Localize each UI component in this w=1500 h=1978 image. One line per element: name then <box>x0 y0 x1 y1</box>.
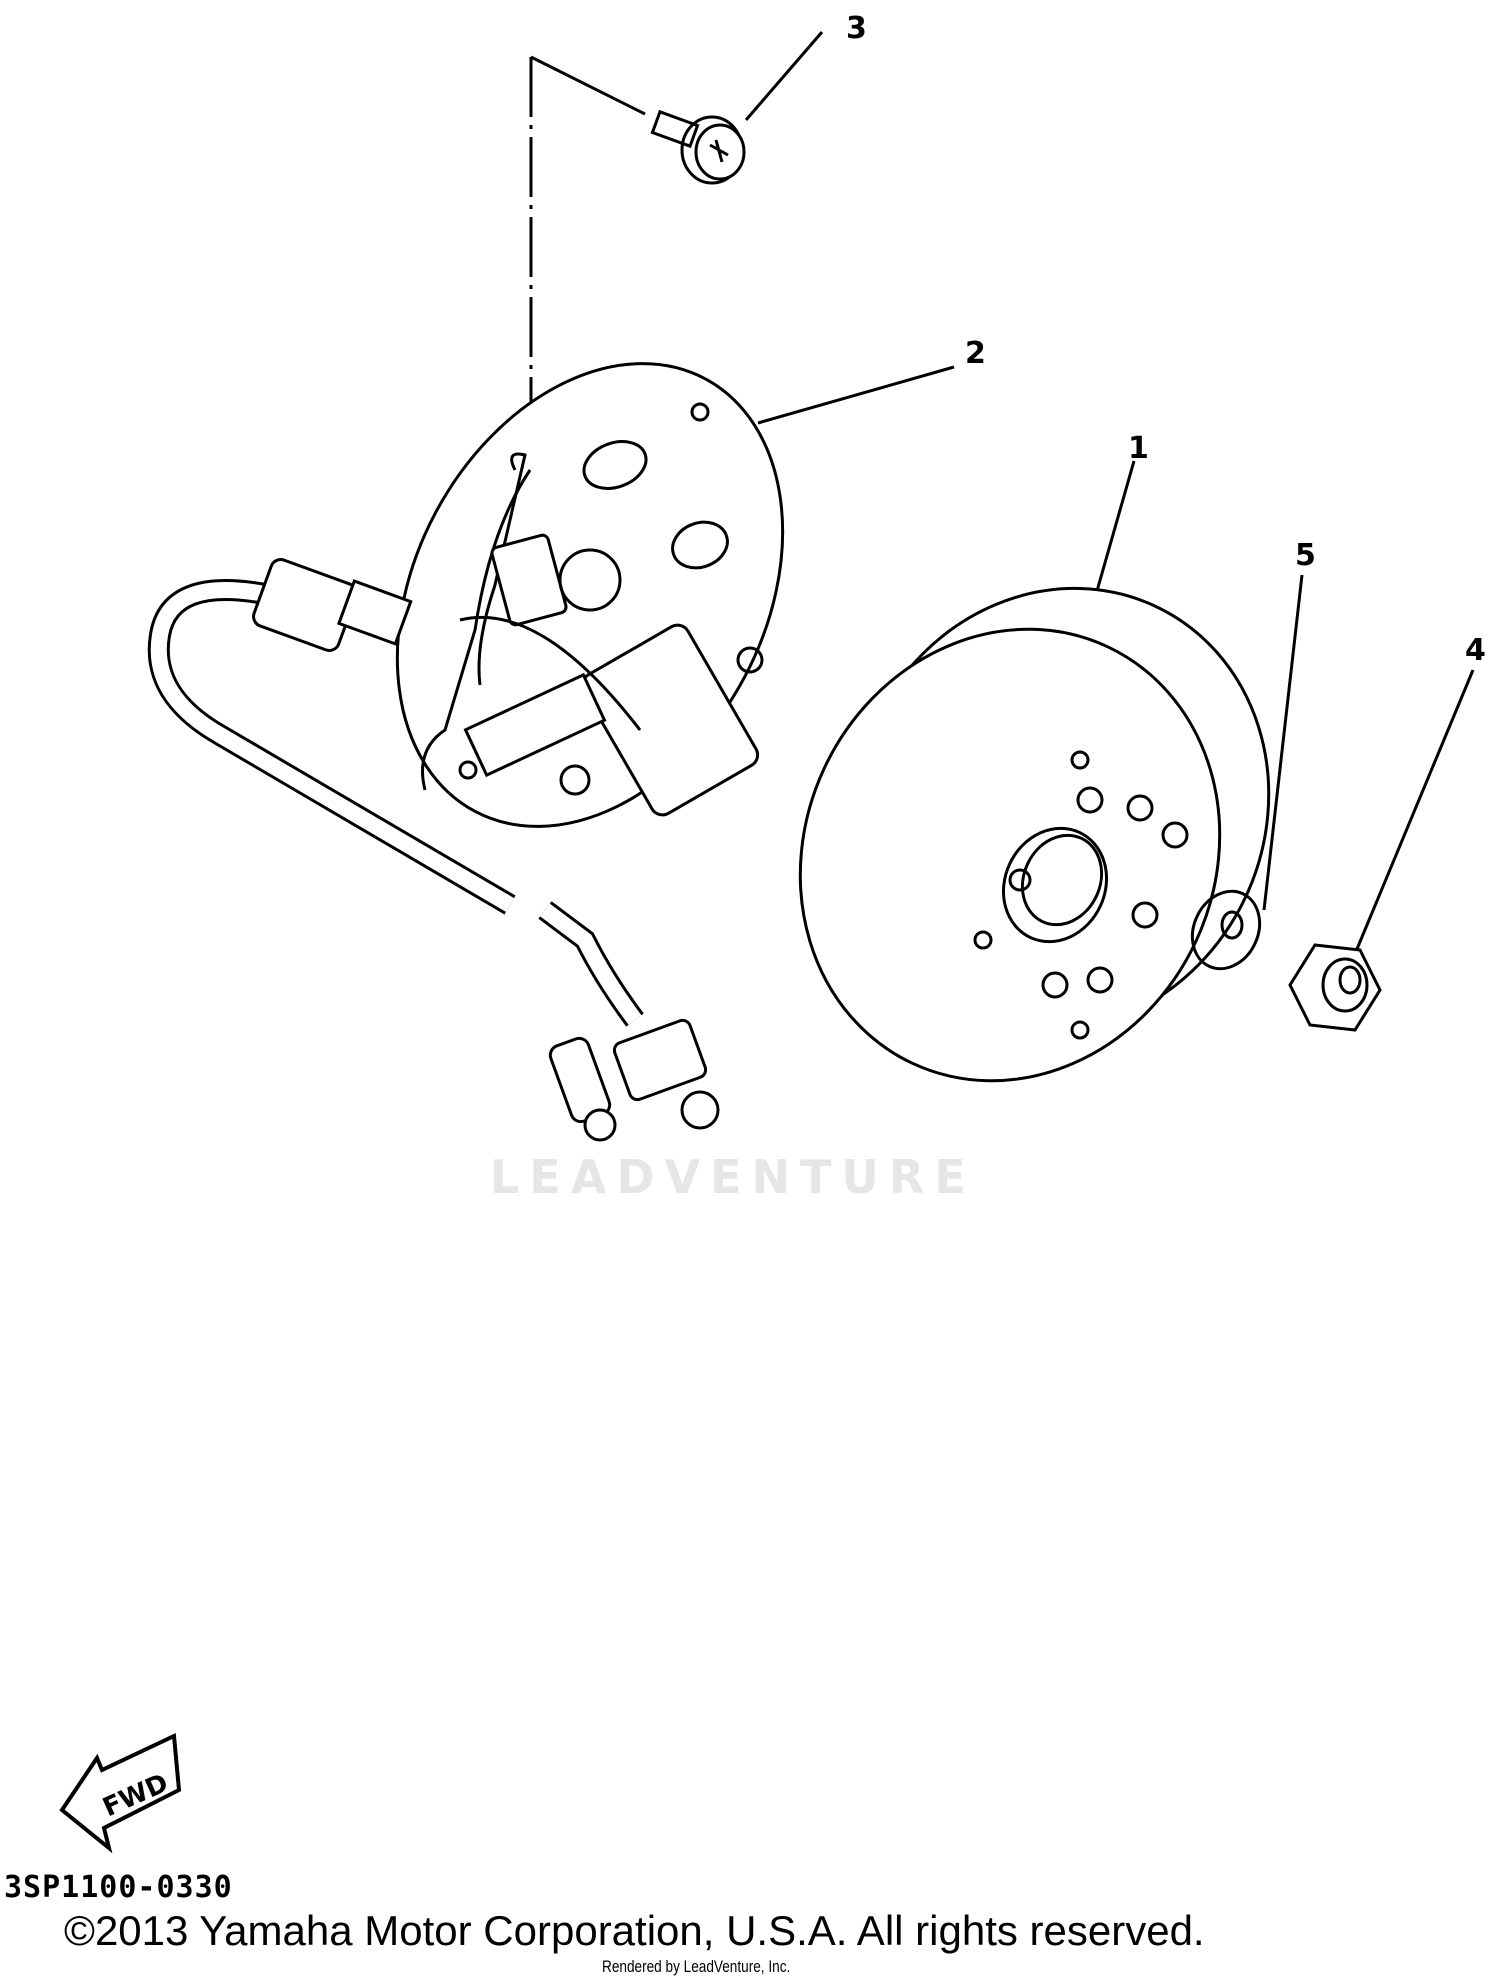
callout-2[interactable]: 2 <box>965 336 986 371</box>
copyright-notice: ©2013 Yamaha Motor Corporation, U.S.A. A… <box>64 1907 1205 1954</box>
leadventure-watermark: LEADVENTURE <box>490 1150 976 1204</box>
part-nut[interactable] <box>1288 943 1382 1032</box>
rendered-by-notice: Rendered by LeadVenture, Inc. <box>602 1957 791 1976</box>
callout-3[interactable]: 3 <box>846 11 867 46</box>
fwd-arrow-icon: FWD <box>59 1732 182 1854</box>
part-flywheel[interactable] <box>727 519 1341 1150</box>
leader-lines <box>529 31 1475 962</box>
callout-4[interactable]: 4 <box>1465 633 1486 668</box>
flywheel-holes <box>973 750 1189 1040</box>
part-stator-plate[interactable] <box>320 297 859 894</box>
callout-5[interactable]: 5 <box>1295 538 1316 573</box>
part-screw[interactable] <box>650 109 746 185</box>
part-washer[interactable] <box>1180 880 1272 980</box>
callout-1[interactable]: 1 <box>1128 431 1149 466</box>
part-number: 3SP1100-0330 <box>4 1870 233 1905</box>
part-wire-harness[interactable] <box>147 557 720 1142</box>
